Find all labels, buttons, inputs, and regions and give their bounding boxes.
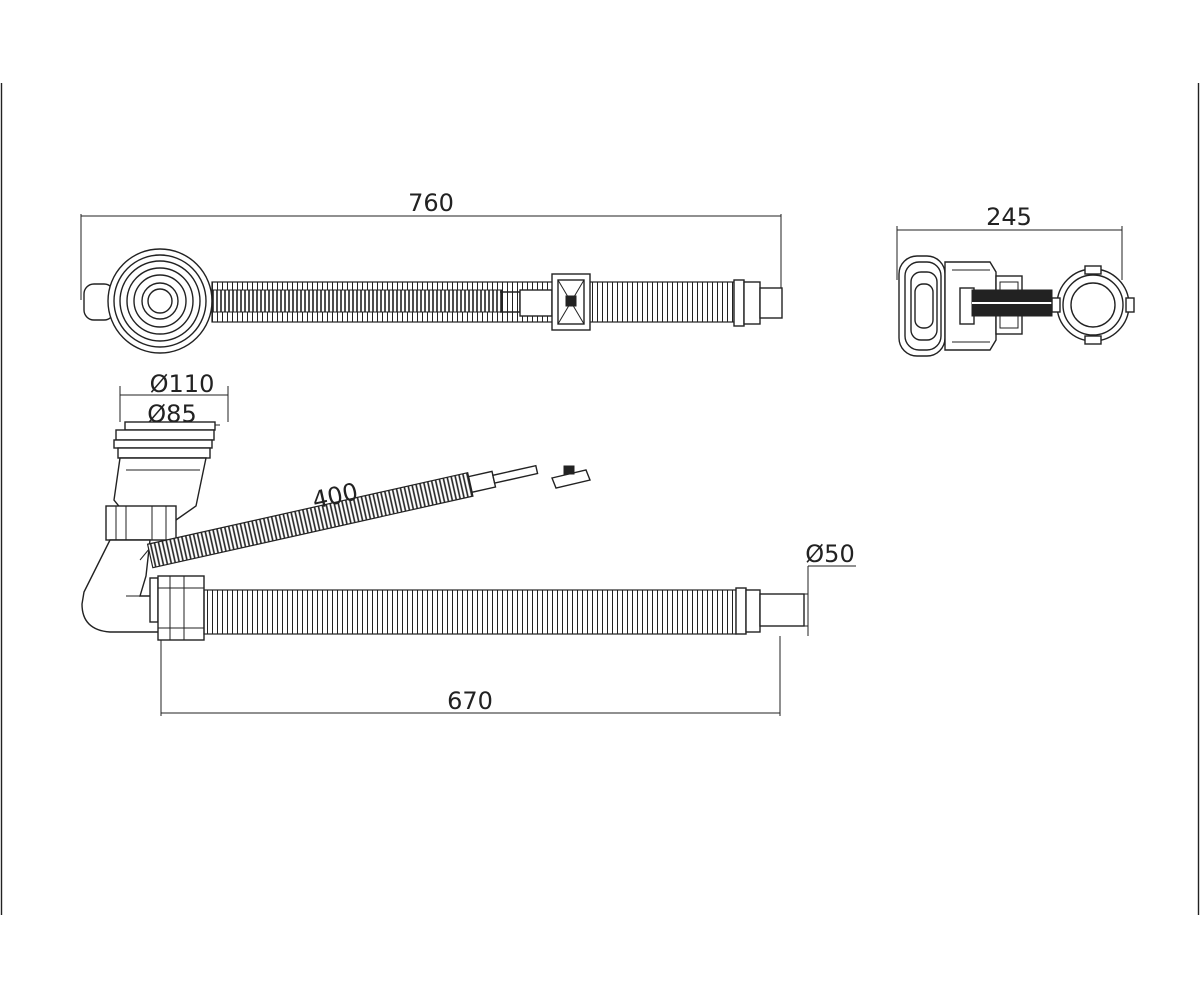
overflow-hose-400 [146,464,539,569]
dimension-label-670: 670 [447,687,493,715]
drain-head-top [107,248,213,354]
overflow-connector-top [551,273,591,331]
dimension-label-760: 760 [408,189,454,217]
overflow-end-fitting [551,465,591,489]
dimension-245: 245 [896,203,1123,280]
overflow-hose-top [211,289,503,313]
dimension-label-d110: Ø110 [150,370,215,398]
pipe-end-top [759,287,783,319]
pipe-end-main [759,593,805,627]
fitting-ring-top [733,279,745,327]
dimension-label-245: 245 [986,203,1032,231]
top-view: 760 [80,189,783,354]
dimension-diameter-50: Ø50 [780,540,856,636]
dimension-670: 670 [160,636,781,716]
front-view: Ø110 Ø85 40 [81,370,856,716]
dimension-760: 760 [80,189,782,300]
outlet-ring [1051,265,1135,345]
drain-nut [105,505,177,541]
dimension-diameter-110: Ø110 [119,370,229,422]
side-view: 245 [896,203,1135,357]
trap-elbow [81,539,161,633]
corrugated-hose-main [203,589,737,635]
dimension-label-d50: Ø50 [805,540,854,568]
nut-main [157,575,205,641]
